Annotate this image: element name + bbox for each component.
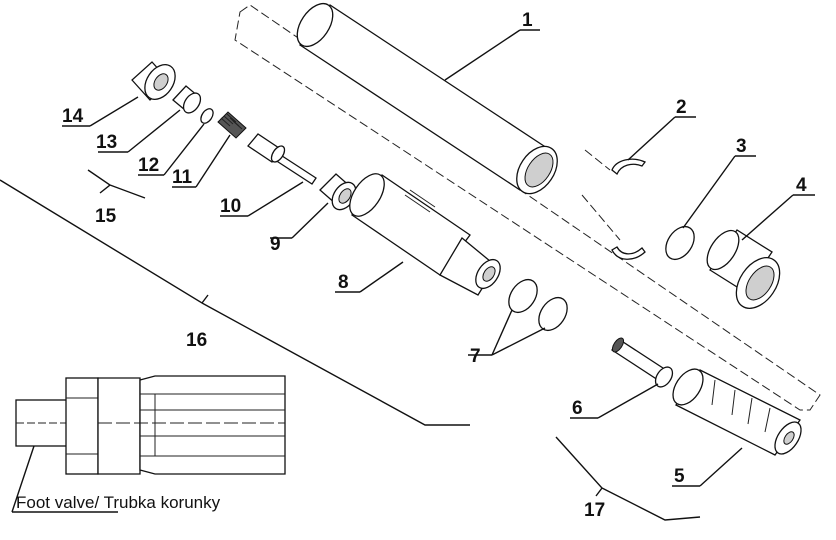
label-1: 1 [522, 10, 533, 31]
legend-foot-valve: Foot valve [16, 493, 94, 512]
leader-1 [444, 29, 521, 81]
part-10-valve-stem [247, 133, 317, 185]
legend-trubka: Trubka korunky [104, 493, 221, 512]
part-4-nut [706, 229, 781, 309]
leader-13 [127, 109, 181, 153]
leader-10 [247, 181, 304, 217]
label-16: 16 [186, 330, 207, 351]
part-5-foot-valve-body [672, 368, 802, 456]
leader-2 [627, 116, 676, 161]
label-17: 17 [584, 500, 605, 521]
leader-3 [682, 155, 736, 229]
part-7-o-rings [508, 278, 568, 332]
label-10: 10 [220, 196, 241, 217]
leader-12 [163, 123, 205, 176]
routing-line-2 [581, 149, 621, 241]
assembly-outline [234, 4, 821, 411]
part-9-valve-seat [319, 173, 357, 211]
leader-9 [291, 202, 329, 239]
part-12-washer [200, 108, 214, 124]
leader-14 [89, 96, 139, 127]
label-5: 5 [674, 466, 685, 487]
leader-8 [359, 261, 404, 293]
label-3: 3 [736, 136, 747, 157]
part-11-spring [217, 111, 247, 139]
part-6-check-valve [611, 337, 674, 388]
leader-6 [597, 383, 659, 419]
label-12: 12 [138, 155, 159, 176]
label-15: 15 [95, 206, 117, 227]
foot-valve-inset [15, 375, 286, 475]
leader-4 [741, 194, 794, 241]
part-2-half-rings [611, 158, 647, 260]
leader-5 [699, 447, 743, 487]
bracket-16 [0, 179, 470, 426]
leader-foot-valve [11, 445, 35, 513]
leader-11 [195, 134, 231, 188]
leader-7b [491, 327, 546, 356]
part-14-bushing [131, 61, 176, 101]
part-3-o-ring [665, 225, 695, 261]
part-1-outer-tube [296, 2, 558, 195]
label-11: 11 [172, 167, 193, 188]
label-7: 7 [470, 346, 481, 367]
label-14: 14 [62, 106, 84, 127]
legend-separator: / [94, 493, 103, 512]
part-8-piston [349, 173, 501, 296]
label-8: 8 [338, 272, 349, 293]
label-6: 6 [572, 398, 583, 419]
label-9: 9 [270, 234, 281, 255]
label-13: 13 [96, 132, 117, 153]
bracket-17 [555, 436, 701, 521]
legend-text: Foot valve/ Trubka korunky [16, 493, 221, 512]
leader-7a [491, 309, 513, 356]
part-13-sleeve [172, 85, 202, 114]
label-2: 2 [676, 97, 687, 118]
label-4: 4 [796, 175, 807, 196]
bracket-15 [87, 169, 146, 199]
